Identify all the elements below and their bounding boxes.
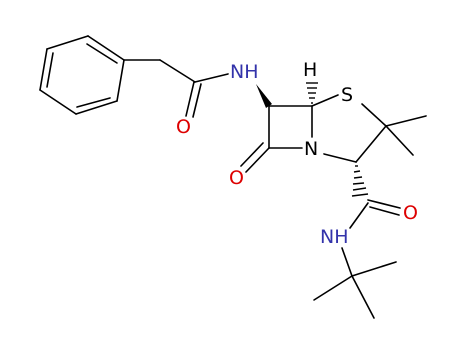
bond — [311, 94, 339, 107]
amide-oxygen-label: O — [176, 116, 191, 138]
carboxamide-oxygen-label: O — [403, 202, 418, 224]
bond — [75, 100, 118, 115]
bond — [245, 147, 270, 173]
amide-nh-label: NH — [230, 61, 259, 83]
bond — [194, 73, 229, 83]
wedge-bond — [256, 84, 272, 108]
bond — [159, 59, 196, 83]
bond — [185, 81, 195, 117]
bond-inner — [86, 43, 118, 64]
bond — [367, 199, 401, 209]
bond — [192, 83, 202, 118]
hashed-bond — [351, 165, 369, 197]
bond — [351, 275, 375, 319]
lactam-oxygen-label: O — [229, 167, 244, 189]
bond — [39, 48, 48, 91]
bond — [46, 35, 89, 50]
bond — [385, 125, 414, 156]
bond — [87, 35, 125, 61]
bond — [369, 206, 400, 216]
bond — [341, 247, 353, 277]
bond — [349, 202, 369, 229]
bond-inner — [76, 97, 111, 108]
bond-inner — [46, 52, 54, 88]
bond — [116, 59, 125, 102]
bond — [240, 142, 264, 167]
bond — [361, 103, 387, 127]
bond — [385, 115, 427, 127]
bond — [355, 125, 387, 163]
bond — [39, 89, 77, 115]
carboxamide-nh-label: NH — [320, 226, 349, 248]
ring-nitrogen-label: N — [304, 138, 318, 160]
benzene-ring — [39, 35, 125, 115]
ring-hydrogen-label: H — [303, 59, 317, 81]
bond — [323, 153, 357, 163]
bond — [313, 275, 353, 301]
bond — [351, 261, 397, 277]
ring-sulfur-label: S — [341, 84, 353, 106]
hashed-bond — [306, 82, 318, 104]
